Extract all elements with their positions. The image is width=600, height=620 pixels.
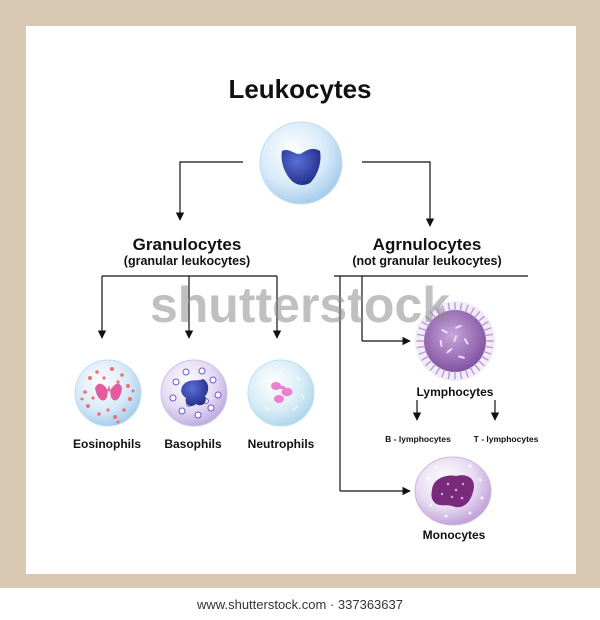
diagram-title: Leukocytes <box>228 74 371 104</box>
granulocyte-bracket <box>97 275 282 339</box>
agranulocyte-bracket <box>334 275 528 496</box>
granulocytes-subtitle: (granular leukocytes) <box>124 254 250 268</box>
b-lymphocytes-label: B - lymphocytes <box>385 434 451 444</box>
neutrophil-cell-icon <box>247 359 315 427</box>
t-lymphocytes-label: T - lymphocytes <box>474 434 539 444</box>
footer-caption: www.shutterstock.com · 337363637 <box>0 588 600 620</box>
agranulocytes-title: Agrnulocytes <box>373 235 482 254</box>
top-connectors <box>175 161 435 227</box>
monocytes-label: Monocytes <box>423 528 486 542</box>
lymphocyte-cell-icon <box>415 301 495 381</box>
basophil-cell-icon <box>160 359 228 427</box>
monocyte-cell-icon <box>414 456 492 526</box>
granulocytes-title: Granulocytes <box>133 235 242 254</box>
neutrophils-label: Neutrophils <box>248 437 315 451</box>
leukocyte-cell-icon <box>259 121 343 205</box>
watermark-text: shutterstock <box>150 277 450 333</box>
basophils-label: Basophils <box>164 437 222 451</box>
eosinophil-cell-icon <box>74 359 142 427</box>
agranulocytes-subtitle: (not granular leukocytes) <box>352 254 501 268</box>
connector-granulocytes <box>175 161 243 221</box>
connector-agranulocytes <box>362 161 435 227</box>
lymphocytes-label: Lymphocytes <box>417 385 494 399</box>
eosinophils-label: Eosinophils <box>73 437 141 451</box>
lymphocyte-subtype-arrows <box>412 400 500 421</box>
